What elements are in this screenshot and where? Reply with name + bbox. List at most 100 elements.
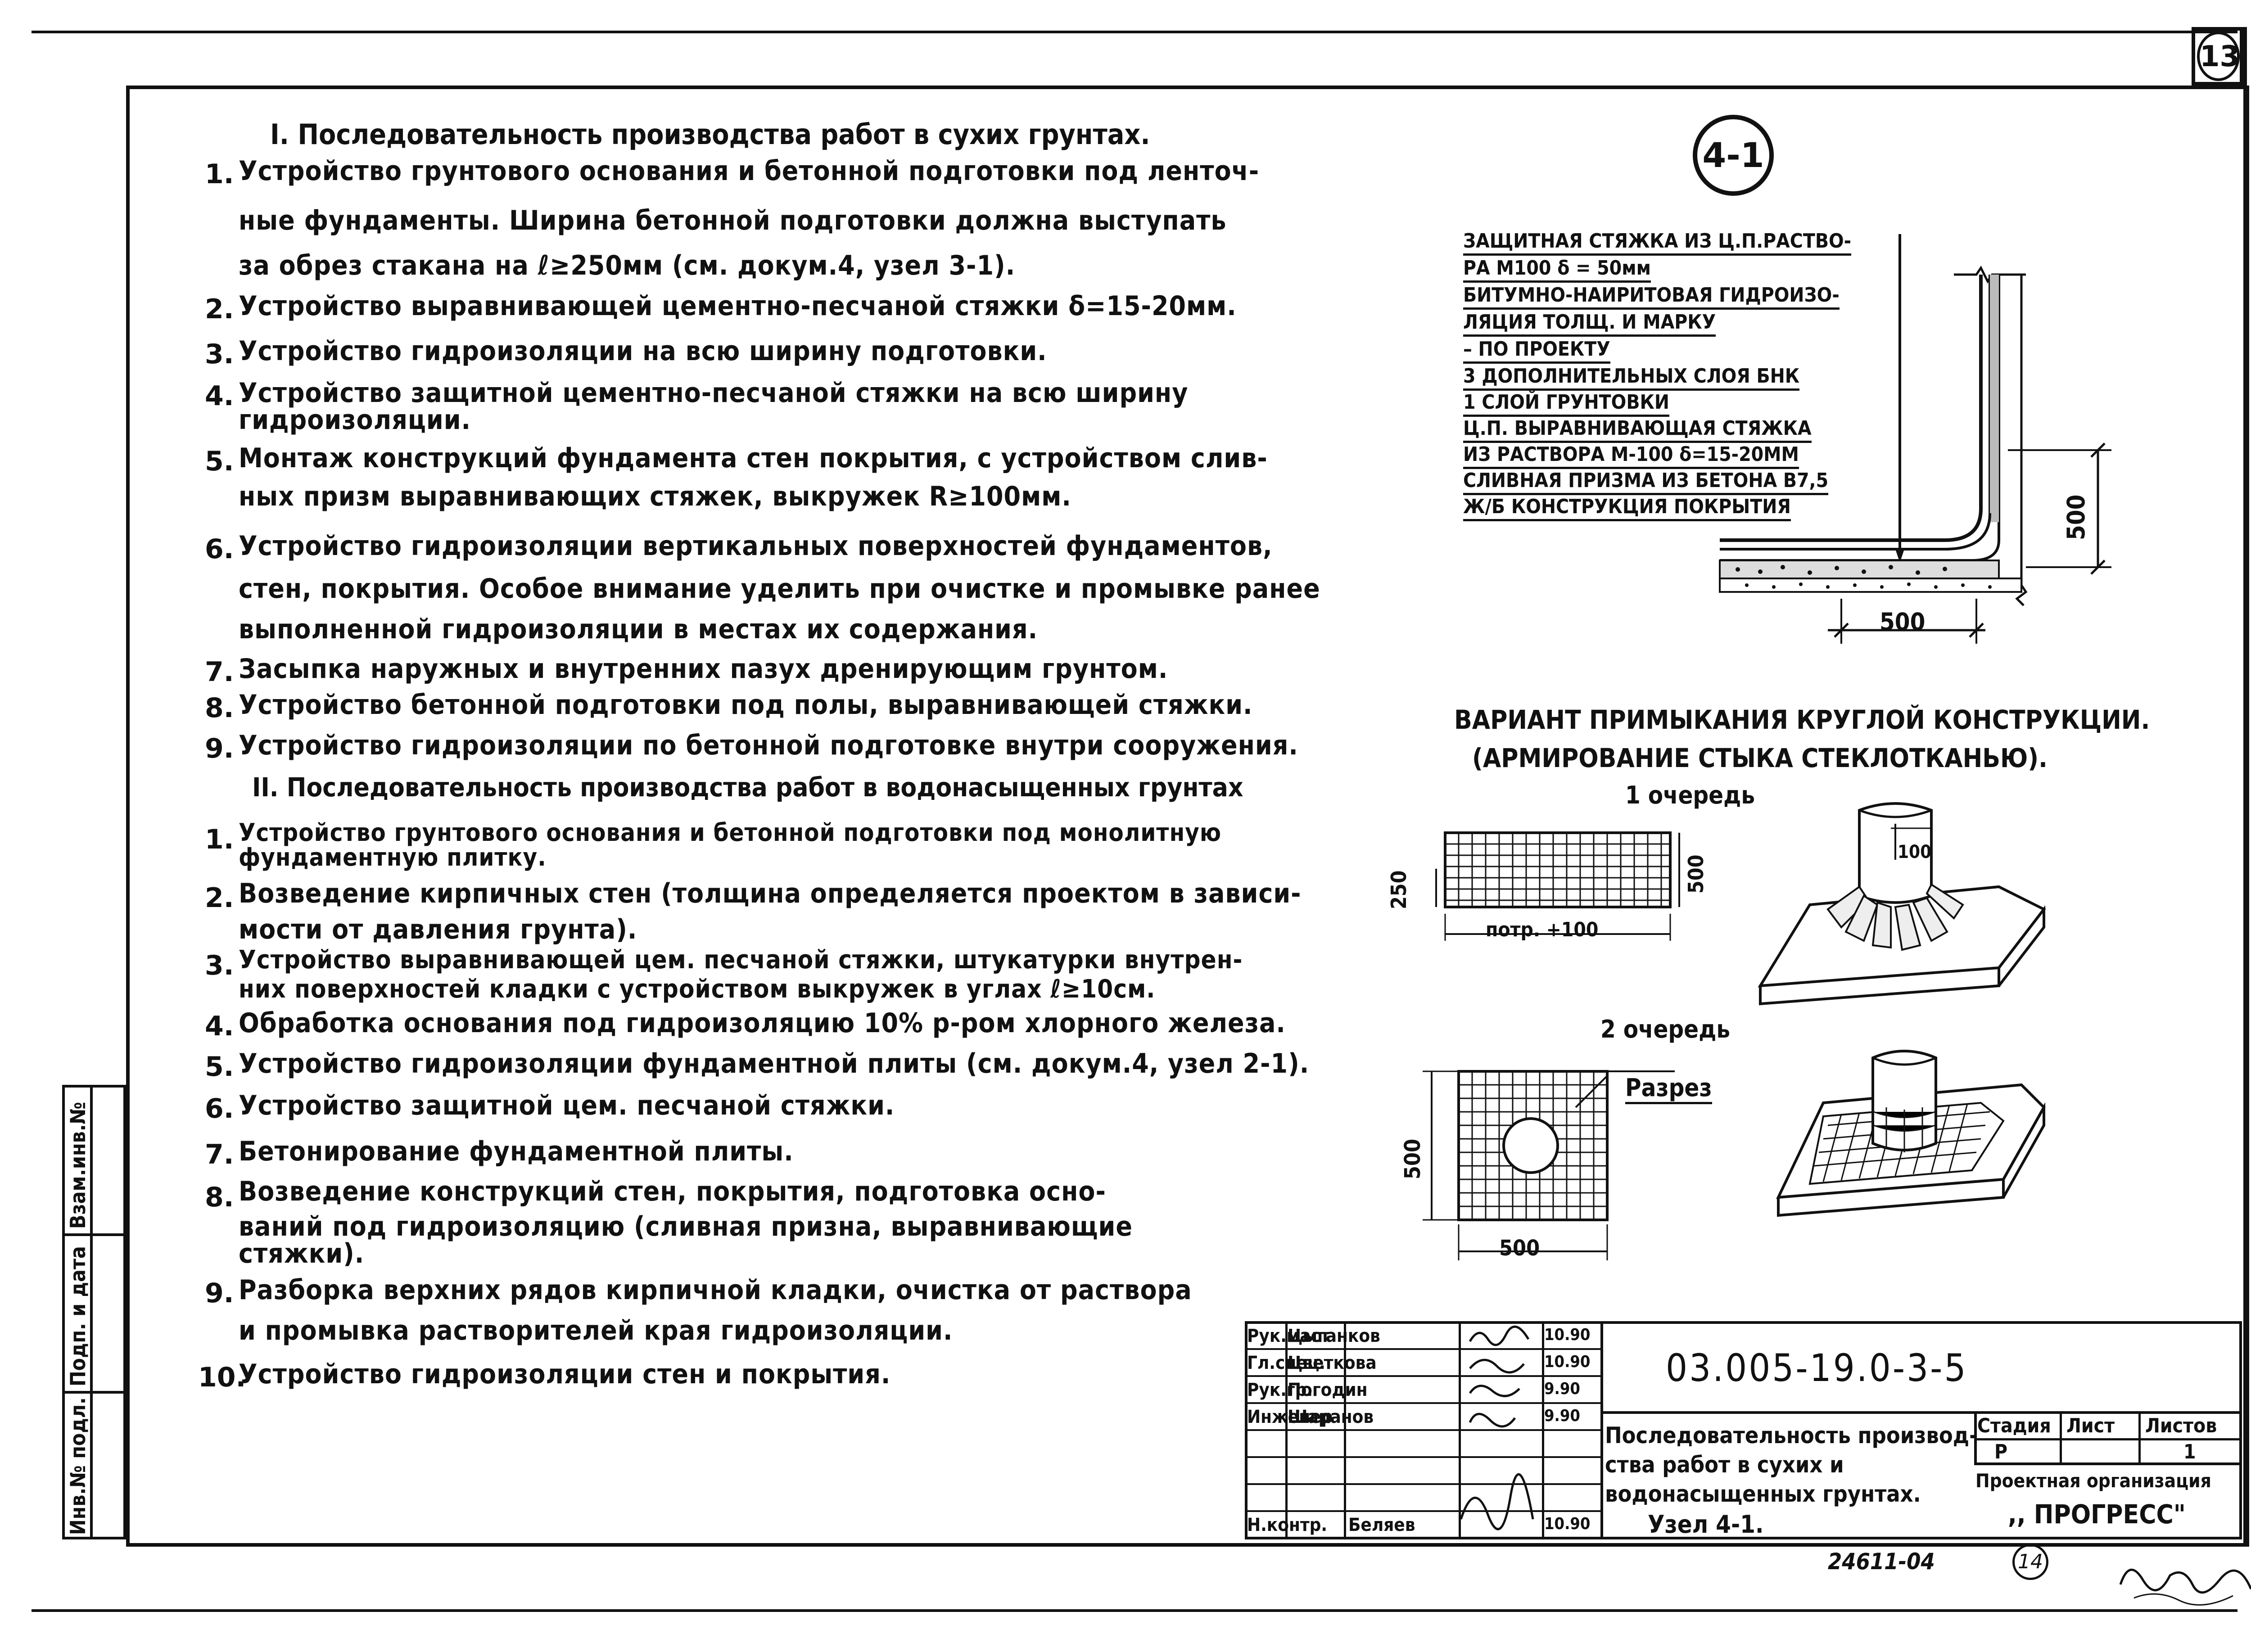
s1-l5a: Монтаж конструкций фундамента стен покры… [239, 442, 1268, 474]
tb-stage-row-sep [1974, 1438, 2242, 1440]
s2-n7: 7. [205, 1139, 234, 1170]
legend-line-4: – ПО ПРОЕКТУ [1463, 338, 1610, 364]
legend-line-8: ИЗ РАСТВОРА М-100 δ=15-20ММ [1463, 443, 1799, 469]
variant-title: ВАРИАНТ ПРИМЫКАНИЯ КРУГЛОЙ КОНСТРУКЦИИ. [1454, 704, 2150, 735]
s1-l6b: стен, покрытия. Особое внимание уделить … [239, 573, 1320, 605]
legend-line-9: СЛИВНАЯ ПРИЗМА ИЗ БЕТОНА В7,5 [1463, 469, 1829, 495]
tb-stage-col-2 [2138, 1411, 2141, 1465]
dim-100: 100 [1898, 842, 1932, 862]
s1-n6: 6. [205, 533, 234, 565]
dim-500c: 500 [1499, 1236, 1540, 1261]
bottom-rule [32, 1609, 2237, 1612]
s2-n4: 4. [205, 1011, 234, 1042]
side-stamp-sign: Подп. и дата [66, 1246, 90, 1386]
tb-desc-1: ства работ в сухих и [1605, 1452, 1844, 1478]
s2-l3a: Устройство выравнивающей цем. песчаной с… [239, 945, 1243, 975]
s2-l2a: Возведение кирпичных стен (толщина опред… [239, 878, 1302, 909]
dim-250: 250 [1387, 870, 1411, 909]
tb-date-7: 10.90 [1544, 1515, 1591, 1533]
dim-500-vertical: 500 [2062, 494, 2090, 540]
s2-l9a: Разборка верхних рядов кирпичной кладки,… [239, 1274, 1192, 1306]
tb-name-1: Цветкова [1288, 1353, 1377, 1373]
tb-name-2: Погодин [1288, 1380, 1368, 1400]
tb-stage-value: Р [1994, 1440, 2008, 1463]
top-rule [32, 31, 2237, 33]
legend-line-3: ЛЯЦИЯ ТОЛЩ. И МАРКУ [1463, 311, 1716, 337]
s1-l6c: выполненной гидроизоляции в местах их со… [239, 614, 1038, 645]
tb-stage-label: Стадия [1977, 1414, 2051, 1437]
s2-l5a: Устройство гидроизоляции фундаментной пл… [239, 1048, 1310, 1079]
s1-n9: 9. [205, 733, 234, 764]
tb-role-2: Рук.гр. [1247, 1380, 1313, 1400]
section1-heading: I. Последовательность производства работ… [270, 118, 1150, 151]
s1-n3: 3. [205, 339, 234, 370]
s2-l4a: Обработка основания под гидроизоляцию 10… [239, 1007, 1286, 1039]
s1-l1c: за обрез стакана на ℓ≥250мм (см. докум.4… [239, 250, 1016, 281]
s2-n6: 6. [205, 1093, 234, 1124]
s1-l1b: ные фундаменты. Ширина бетонной подготов… [239, 205, 1227, 236]
tb-role-3: Инженер [1247, 1407, 1333, 1427]
side-stamp-replace: Взам.инв.№ [66, 1101, 90, 1229]
s2-n9: 9. [205, 1277, 234, 1309]
tb-role-0: Рук.маст [1247, 1326, 1330, 1346]
tb-role-7: Н.контр. [1247, 1515, 1328, 1535]
side-stamp-inv: Инв.№ подл. [66, 1397, 90, 1535]
s1-l3a: Устройство гидроизоляции на всю ширину п… [239, 335, 1047, 367]
dim-500-horizontal: 500 [1880, 608, 1926, 636]
tb-desc-3: Узел 4-1. [1648, 1510, 1764, 1539]
dim-500a: 500 [1684, 854, 1708, 894]
s2-l8a: Возведение конструкций стен, покрытия, п… [239, 1176, 1106, 1207]
tb-row5 [1245, 1456, 1600, 1458]
tb-name-7: Беляев [1348, 1515, 1415, 1535]
s1-l4b: гидроизоляции. [239, 404, 471, 436]
s2-l7a: Бетонирование фундаментной плиты. [239, 1136, 794, 1167]
dim-potr: потр. +100 [1486, 918, 1599, 941]
tb-name-0: Цыганков [1288, 1326, 1380, 1346]
section2-heading: II. Последовательность производства рабо… [252, 772, 1243, 803]
s1-l5b: ных призм выравнивающих стяжек, выкружек… [239, 481, 1071, 512]
s2-l10a: Устройство гидроизоляции стен и покрытия… [239, 1359, 891, 1390]
s1-l8a: Устройство бетонной подготовки под полы,… [239, 689, 1253, 721]
tb-row7 [1245, 1510, 1600, 1512]
s2-n8: 8. [205, 1182, 234, 1213]
stage1-3d-sketch [1758, 802, 2046, 1006]
s1-l2a: Устройство выравнивающей цементно-песчан… [239, 290, 1237, 322]
side-stamp-sep-1 [62, 1391, 126, 1394]
footer-number: 24611-04 [1828, 1548, 1935, 1575]
s2-l8b: ваний под гидроизоляцию (сливная призна,… [239, 1211, 1133, 1242]
s2-n3: 3. [205, 950, 234, 981]
tb-org-name: ,, ПРОГРЕСС" [2008, 1499, 2186, 1530]
s1-l1a: Устройство грунтового основания и бетонн… [239, 155, 1260, 187]
tb-desc-2: водонасыщенных грунтах. [1605, 1481, 1921, 1507]
s1-l9a: Устройство гидроизоляции по бетонной под… [239, 730, 1298, 761]
node-section-drawing [1719, 234, 2111, 644]
s2-l1b: фундаментную плитку. [239, 843, 547, 871]
tb-date-0: 10.90 [1544, 1326, 1591, 1344]
sheet-number-box [2192, 27, 2243, 86]
tb-code: 03.005-19.0-3-5 [1666, 1346, 1968, 1390]
variant-subtitle: (АРМИРОВАНИЕ СТЫКА СТЕКЛОТКАНЬЮ). [1472, 743, 2048, 773]
tb-date-2: 9.90 [1544, 1380, 1580, 1398]
tb-org-label: Проектная организация [1975, 1470, 2211, 1492]
sheet-number: 13 [2197, 32, 2240, 81]
s2-n1: 1. [205, 824, 234, 855]
tb-sheet-label: Лист [2066, 1414, 2115, 1437]
tb-sheets-label: Листов [2145, 1414, 2217, 1437]
s1-n2: 2. [205, 293, 234, 325]
signatures [1461, 1325, 1534, 1530]
side-stamp-column [62, 1085, 126, 1539]
s2-n5: 5. [205, 1051, 234, 1083]
s2-n10: 10. [198, 1362, 246, 1393]
node-label-circle: 4-1 [1693, 115, 1774, 196]
s2-l6a: Устройство защитной цем. песчаной стяжки… [239, 1090, 895, 1121]
s1-l6a: Устройство гидроизоляции вертикальных по… [239, 530, 1273, 562]
tb-row2 [1245, 1375, 1600, 1377]
tb-desc-0: Последовательность производ- [1605, 1422, 1978, 1449]
razrez-label: Разрез [1625, 1074, 1712, 1104]
s2-l1a: Устройство грунтового основания и бетонн… [239, 818, 1222, 847]
tb-stage-col-1 [2060, 1411, 2062, 1465]
drawing-frame [126, 86, 2249, 1547]
s2-l2b: мости от давления грунта). [239, 914, 637, 945]
s1-n7: 7. [205, 656, 234, 688]
legend-line-10: Ж/Б КОНСТРУКЦИЯ ПОКРЫТИЯ [1463, 495, 1791, 521]
